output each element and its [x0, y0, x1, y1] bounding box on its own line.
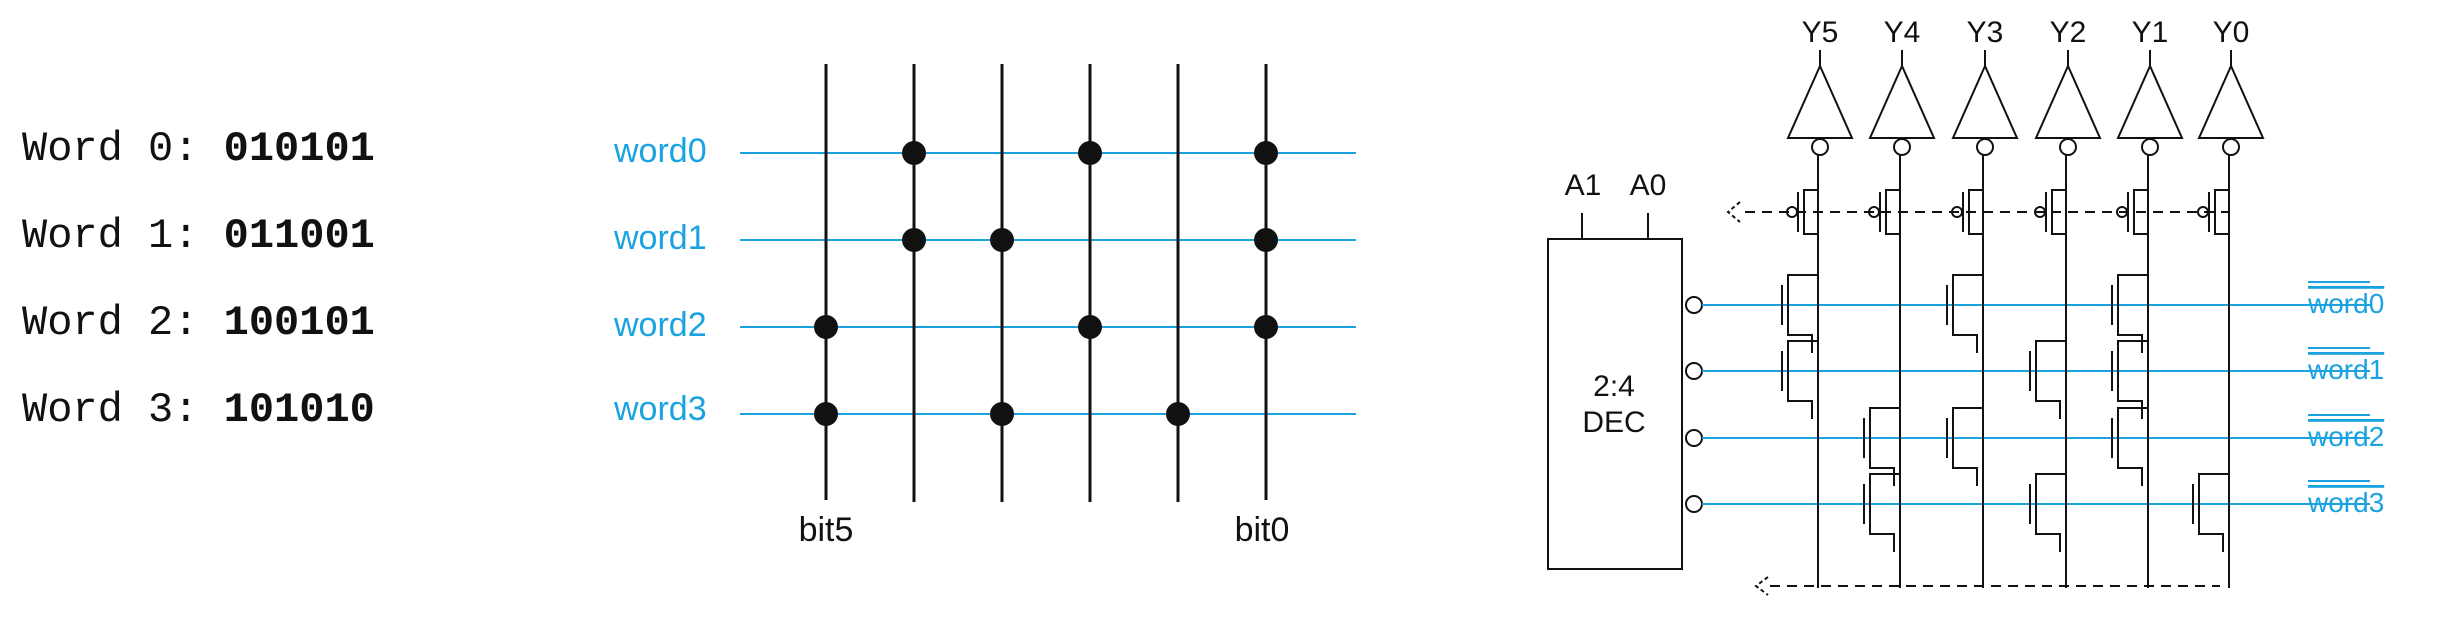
pmos-channel	[2214, 174, 2230, 235]
nmos-channel	[2035, 340, 2066, 419]
word-label: Word 1:	[22, 212, 224, 260]
nmos-channel	[2117, 407, 2148, 486]
inverter-bubble	[2059, 138, 2077, 156]
dot-word-label: word0	[613, 132, 707, 170]
pmos-channel	[2051, 174, 2067, 235]
bit-left-label: bit5	[799, 511, 854, 549]
inverter-triangle-icon	[2034, 63, 2102, 139]
stored-one-dot	[1254, 315, 1278, 339]
tr-word-label: word3	[2307, 487, 2384, 518]
inverter-bubble	[2141, 138, 2159, 156]
inverter-triangle-icon	[2116, 63, 2184, 139]
word-row: Word 2: 100101	[22, 299, 375, 347]
nmos-channel	[2035, 473, 2066, 552]
pullup-transistors	[1786, 174, 2230, 242]
stored-one-dot	[990, 228, 1014, 252]
transistor-bitlines	[1817, 155, 2230, 588]
stored-one-dot	[814, 315, 838, 339]
word-value: 010101	[223, 125, 375, 173]
stored-one-dot	[1166, 402, 1190, 426]
stored-one-dot	[814, 402, 838, 426]
dot-stored-ones	[814, 141, 1278, 426]
decoder-output-bubble	[1685, 296, 1703, 314]
pmos-channel	[1803, 174, 1819, 235]
dot-word-label: word2	[613, 306, 707, 344]
rom-dot-diagram: word0 word1 word2 word3 bit5 bit0	[613, 64, 1356, 549]
output-inverters	[1786, 50, 2265, 156]
inverter-bubble	[1811, 138, 1829, 156]
nmos-channel	[1952, 407, 1983, 486]
output-label: Y5	[1802, 16, 1839, 49]
word-value: 101010	[223, 386, 375, 434]
word-label: Word 2:	[22, 299, 224, 347]
bit-right-label: bit0	[1235, 511, 1290, 549]
inverter-bubble	[1976, 138, 1994, 156]
decoder-output-bubble	[1685, 495, 1703, 513]
stored-one-dot	[1078, 315, 1102, 339]
pmos-channel	[1968, 174, 1984, 235]
stored-one-dot	[902, 141, 926, 165]
pmos-channel	[2133, 174, 2149, 235]
ground-arrow-icon	[1754, 576, 1769, 596]
word-label: Word 0:	[22, 125, 224, 173]
inverter-bubble	[2222, 138, 2240, 156]
nmos-channel	[1952, 274, 1983, 353]
inverter-triangle-icon	[1868, 63, 1936, 139]
stored-one-dot	[1078, 141, 1102, 165]
decoder-label: DEC	[1582, 406, 1645, 439]
inverter-triangle-icon	[1786, 63, 1854, 139]
word-row: Word 1: 011001	[22, 212, 375, 260]
address-label-a1: A1	[1565, 169, 1602, 202]
tr-word-label: word2	[2307, 421, 2384, 452]
stored-one-dot	[902, 228, 926, 252]
inverter-triangle-icon	[2197, 63, 2265, 139]
output-label: Y0	[2213, 16, 2250, 49]
tr-word-label: word0	[2307, 288, 2384, 319]
dot-word-label: word1	[613, 219, 707, 257]
word-label: Word 3:	[22, 386, 224, 434]
decoder-output-bubble	[1685, 362, 1703, 380]
decoder-box	[1547, 238, 1683, 570]
address-label-a0: A0	[1630, 169, 1667, 202]
nmos-transistors	[1781, 274, 2229, 552]
word-row: Word 3: 101010	[22, 386, 375, 434]
dot-bitlines	[824, 64, 1268, 502]
output-label: Y2	[2050, 16, 2087, 49]
output-label: Y3	[1967, 16, 2004, 49]
pmos-channel	[1885, 174, 1901, 235]
inverter-triangle-icon	[1951, 63, 2019, 139]
decoder-label: 2:4	[1593, 370, 1635, 403]
inverter-bubble	[1893, 138, 1911, 156]
tr-word-label: word1	[2307, 354, 2384, 385]
dot-wordlines	[740, 152, 1356, 415]
rom-transistor-diagram: A1 A0 2:4 DEC Y5 Y4 Y3 Y2 Y1 Y0 word0 wo…	[1547, 16, 2384, 596]
stored-one-dot	[1254, 141, 1278, 165]
nmos-channel	[1787, 340, 1818, 419]
output-label: Y1	[2132, 16, 2169, 49]
stored-one-dot	[1254, 228, 1278, 252]
nmos-channel	[2198, 473, 2229, 552]
decoder-output-bubble	[1685, 429, 1703, 447]
stored-one-dot	[990, 402, 1014, 426]
word-value: 011001	[223, 212, 375, 260]
output-label: Y4	[1884, 16, 1921, 49]
dot-word-label: word3	[613, 390, 707, 428]
nmos-channel	[1869, 473, 1900, 552]
word-value: 100101	[223, 299, 375, 347]
pullup-gate-arrow-icon	[1726, 201, 1741, 223]
word-row: Word 0: 010101	[22, 125, 375, 173]
